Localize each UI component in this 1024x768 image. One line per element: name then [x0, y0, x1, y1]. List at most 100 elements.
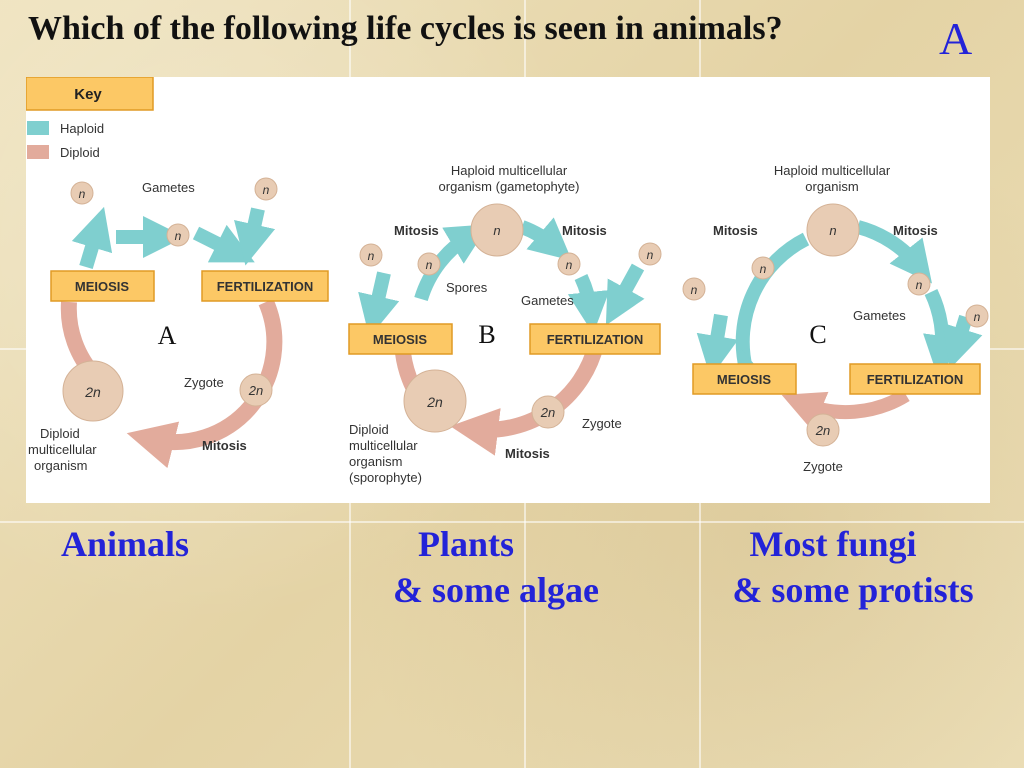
spore-arrow-b	[358, 271, 400, 338]
cycle-letter-c: C	[809, 320, 826, 349]
gamete-arrow-c2	[942, 314, 983, 370]
gamete-arrow-a3	[234, 207, 276, 266]
key-title-box	[26, 77, 154, 111]
caption-b-line2: & some algae	[393, 570, 599, 610]
organism-2n-b: 2n	[426, 394, 443, 410]
mitosis-right-label-b: Mitosis	[562, 223, 607, 238]
organism-label-a1: Diploid	[40, 426, 80, 441]
meiosis-arrow-a	[71, 206, 113, 270]
meiosis-label-b: MEIOSIS	[373, 332, 428, 347]
gamete-cell-c1	[907, 272, 931, 296]
gamete-n-b2: n	[647, 248, 654, 262]
spore-cell-c2	[682, 277, 706, 301]
organism-label-b1: Diploid	[349, 422, 389, 437]
haploid-swatch	[27, 121, 49, 135]
gamete-arrow-b2	[605, 263, 645, 326]
zygote-2n-a: 2n	[248, 383, 263, 398]
mitosis-arrow-c-left	[730, 232, 810, 395]
cycle-a: n n n Gametes MEIOSIS FERTILIZATION A Zy…	[28, 177, 329, 473]
organism-2n-a: 2n	[84, 384, 101, 400]
gamete-cell-b2	[638, 242, 662, 266]
question-title: Which of the following life cycles is se…	[28, 10, 783, 47]
mitosis-arrow-a	[126, 298, 283, 469]
fertilization-label-c: FERTILIZATION	[867, 372, 964, 387]
fertilization-label-b: FERTILIZATION	[547, 332, 644, 347]
organism-n-b: n	[493, 223, 500, 238]
spore-n-c2: n	[691, 283, 698, 297]
gamete-cell-b1	[557, 252, 581, 276]
caption-fungi: Most fungi & some protists	[708, 521, 998, 613]
haploid-label-a2: n	[175, 229, 182, 243]
cycle-b: Haploid multicellular organism (gametoph…	[348, 163, 662, 485]
cycle-letter-b: B	[478, 320, 495, 349]
mitosis-arrow-b-right	[519, 217, 572, 261]
caption-b-line1: Plants	[417, 524, 514, 564]
mitosis-bottom-label-b: Mitosis	[505, 446, 550, 461]
spore-arrow-c	[696, 313, 739, 378]
fertilization-box-a	[201, 270, 329, 302]
top-label-b1: Haploid multicellular	[451, 163, 568, 178]
spore-cell-b2	[417, 252, 441, 276]
caption-a: Animals	[60, 524, 190, 564]
cycle-c: Haploid multicellular organism n Mitosis…	[682, 163, 989, 474]
mitosis-left-label-b: Mitosis	[394, 223, 439, 238]
meiosis-label-c: MEIOSIS	[717, 372, 772, 387]
tile-seam	[0, 521, 1024, 523]
diploid-label: Diploid	[60, 145, 100, 160]
haploid-organism-cell-c	[806, 203, 860, 257]
organism-n-c: n	[829, 223, 836, 238]
haploid-cell-a1	[70, 181, 94, 205]
meiosis-box-c	[692, 363, 797, 395]
zygote-2n-b: 2n	[540, 405, 555, 420]
spore-n-b2: n	[426, 258, 433, 272]
diploid-organism-cell-a	[62, 360, 124, 422]
spore-n-c1: n	[760, 262, 767, 276]
organism-label-b2: multicellular	[349, 438, 418, 453]
top-label-c1: Haploid multicellular	[774, 163, 891, 178]
answer-letter: A	[939, 13, 973, 64]
zygote-cell-c	[806, 413, 840, 447]
haploid-label: Haploid	[60, 121, 104, 136]
zygote-cell-a	[239, 373, 273, 407]
spores-label-b: Spores	[446, 280, 488, 295]
fertilization-label-a: FERTILIZATION	[217, 279, 314, 294]
gamete-n-c2: n	[974, 310, 981, 324]
gamete-arrow-c	[923, 289, 965, 378]
haploid-cell-a3	[254, 177, 278, 201]
haploid-label-a3: n	[263, 183, 270, 197]
caption-c-line1: Most fungi	[749, 524, 917, 564]
gamete-n-c1: n	[916, 278, 923, 292]
cycle-letter-a: A	[158, 321, 177, 350]
mitosis-label-a: Mitosis	[202, 438, 247, 453]
gamete-cell-c2	[965, 304, 989, 328]
caption-plants: Plants & some algae	[356, 521, 636, 613]
diploid-arc-c	[781, 388, 910, 431]
caption-c-line2: & some protists	[732, 570, 974, 610]
key-title: Key	[74, 86, 102, 103]
spore-cell-b1	[359, 243, 383, 267]
mitosis-right-label-c: Mitosis	[893, 223, 938, 238]
mitosis-left-label-c: Mitosis	[713, 223, 758, 238]
top-label-c2: organism	[805, 179, 858, 194]
haploid-organism-cell-b	[470, 203, 524, 257]
zygote-label-b: Zygote	[582, 416, 622, 431]
life-cycle-diagram: Key Haploid Diploid n n n Gametes MEIOSI…	[26, 77, 990, 503]
gametes-label-c: Gametes	[853, 308, 906, 323]
meiosis-label-a: MEIOSIS	[75, 279, 130, 294]
caption-animals: Animals	[40, 521, 210, 567]
spore-n-b1: n	[368, 249, 375, 263]
meiosis-box-b	[348, 323, 453, 355]
gamete-n-b1: n	[566, 258, 573, 272]
zygote-cell-b	[531, 395, 565, 429]
gametes-label-a: Gametes	[142, 180, 195, 195]
top-label-b2: organism (gametophyte)	[439, 179, 580, 194]
organism-label-b3: organism	[349, 454, 402, 469]
mitosis-arrow-c-right	[856, 220, 933, 284]
diploid-organism-cell-b	[403, 369, 467, 433]
gamete-arrow-b	[567, 274, 610, 334]
zygote-2n-c: 2n	[815, 423, 830, 438]
meiosis-box-a	[50, 270, 155, 302]
organism-label-a3: organism	[34, 458, 87, 473]
organism-label-b4: (sporophyte)	[349, 470, 422, 485]
zygote-label-a: Zygote	[184, 375, 224, 390]
